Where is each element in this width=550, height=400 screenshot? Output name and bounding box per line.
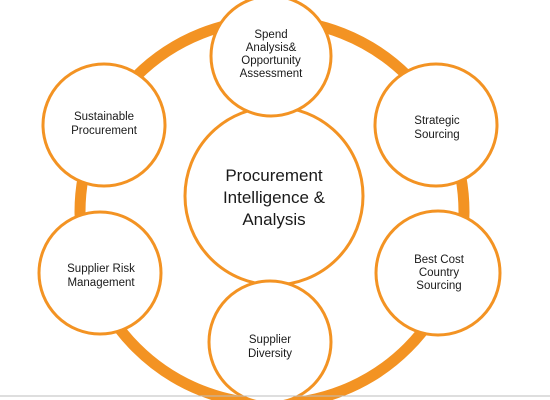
center-title-line-1: Procurement xyxy=(225,166,323,185)
node-supplier-risk-management-circle xyxy=(37,210,163,336)
node-sustainable-line-2: Procurement xyxy=(71,125,138,137)
node-sustainable-procurement: Sustainable Procurement xyxy=(41,62,167,188)
node-spend-analysis: Spend Analysis& Opportunity Assessment xyxy=(209,0,333,118)
node-best-cost-country-sourcing: Best Cost Country Sourcing xyxy=(374,209,502,337)
node-supplier-risk-line-1: Supplier Risk xyxy=(67,263,135,275)
node-strategic-sourcing-circle xyxy=(373,62,499,188)
node-supplier-diversity-circle xyxy=(207,279,333,400)
center-title-line-2: Intelligence & xyxy=(223,188,326,207)
node-spend-analysis-circle xyxy=(209,0,333,118)
node-supplier-diversity-line-1: Supplier xyxy=(249,334,291,346)
node-sustainable-line-1: Sustainable xyxy=(74,111,134,123)
node-spend-analysis-line-4: Assessment xyxy=(240,68,303,80)
node-supplier-diversity-line-2: Diversity xyxy=(248,348,292,360)
node-best-cost-country-sourcing-circle xyxy=(374,209,502,337)
node-best-cost-line-3: Sourcing xyxy=(416,280,461,292)
center-node: Procurement Intelligence & Analysis xyxy=(183,105,365,287)
node-supplier-risk-management: Supplier Risk Management xyxy=(37,210,163,336)
node-best-cost-line-2: Country xyxy=(419,267,460,279)
node-strategic-sourcing-line-1: Strategic xyxy=(414,115,460,127)
node-best-cost-line-1: Best Cost xyxy=(414,254,465,266)
node-spend-analysis-line-1: Spend xyxy=(254,29,287,41)
node-strategic-sourcing: Strategic Sourcing xyxy=(373,62,499,188)
node-strategic-sourcing-line-2: Sourcing xyxy=(414,129,459,141)
node-sustainable-procurement-circle xyxy=(41,62,167,188)
center-title-line-3: Analysis xyxy=(242,210,305,229)
node-supplier-diversity: Supplier Diversity xyxy=(207,279,333,400)
node-spend-analysis-line-2: Analysis& xyxy=(246,42,297,54)
node-supplier-risk-line-2: Management xyxy=(67,277,135,289)
node-spend-analysis-line-3: Opportunity xyxy=(241,55,301,67)
